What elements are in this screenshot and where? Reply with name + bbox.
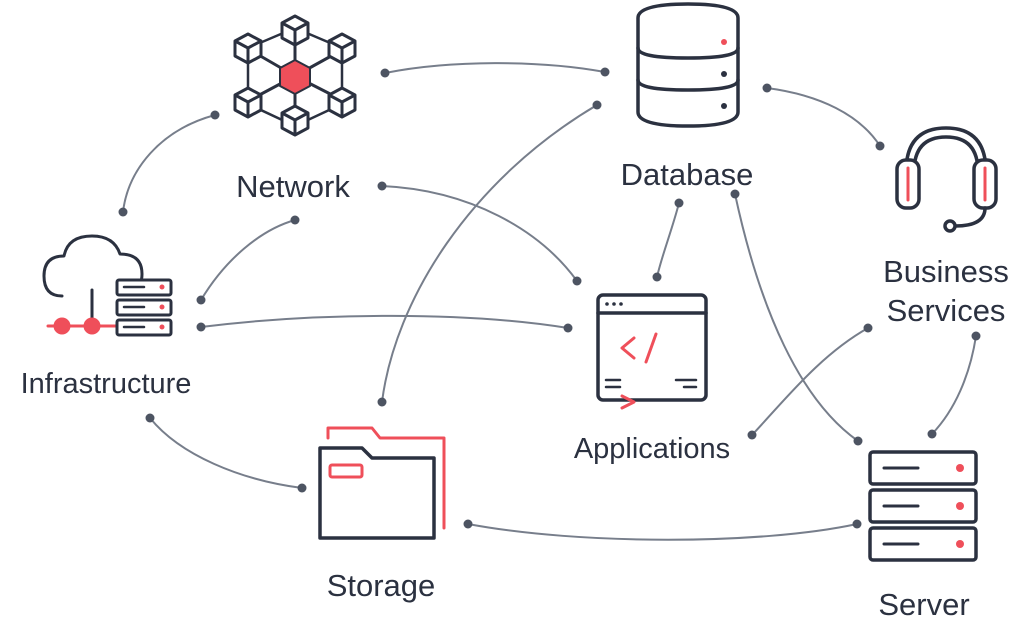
network-label: Network — [236, 169, 350, 204]
connector-infrastructure-applications — [196, 314, 573, 333]
code-window-icon — [596, 293, 708, 410]
node-server: Server — [868, 450, 978, 622]
connector-business-services-server — [927, 331, 981, 439]
connector-database-storage — [377, 100, 602, 407]
connector-infrastructure-network-upper — [196, 215, 300, 305]
connector-business-services-applications — [747, 323, 873, 440]
connectors — [118, 62, 981, 541]
connector-database-server — [730, 189, 863, 446]
server-label: Server — [878, 587, 969, 622]
connector-infrastructure-storage — [145, 413, 307, 493]
network-hexagon-icon — [233, 14, 357, 137]
connector-database-business-services — [762, 83, 885, 151]
connector-storage-server — [463, 519, 862, 541]
node-business-services: Business Services — [883, 126, 1009, 328]
server-rack-icon — [868, 450, 978, 562]
node-storage: Storage — [318, 426, 446, 603]
cloud-server-icon — [42, 234, 173, 337]
connector-network-applications — [377, 181, 582, 286]
storage-label: Storage — [327, 568, 436, 603]
business-services-label-line1: Business — [883, 254, 1009, 289]
connector-database-applications — [652, 198, 684, 282]
node-infrastructure: Infrastructure — [21, 234, 192, 400]
connector-network-infrastructure — [118, 110, 220, 217]
applications-label: Applications — [574, 433, 730, 465]
connector-network-database — [380, 62, 610, 78]
node-database: Database — [621, 2, 754, 192]
infrastructure-label: Infrastructure — [21, 368, 192, 400]
business-services-label-line2: Services — [887, 293, 1006, 328]
database-icon — [636, 2, 740, 128]
headset-icon — [895, 126, 998, 233]
node-applications: Applications — [574, 293, 730, 465]
database-label: Database — [621, 157, 754, 192]
node-network: Network — [233, 14, 357, 204]
folder-icon — [318, 426, 446, 540]
